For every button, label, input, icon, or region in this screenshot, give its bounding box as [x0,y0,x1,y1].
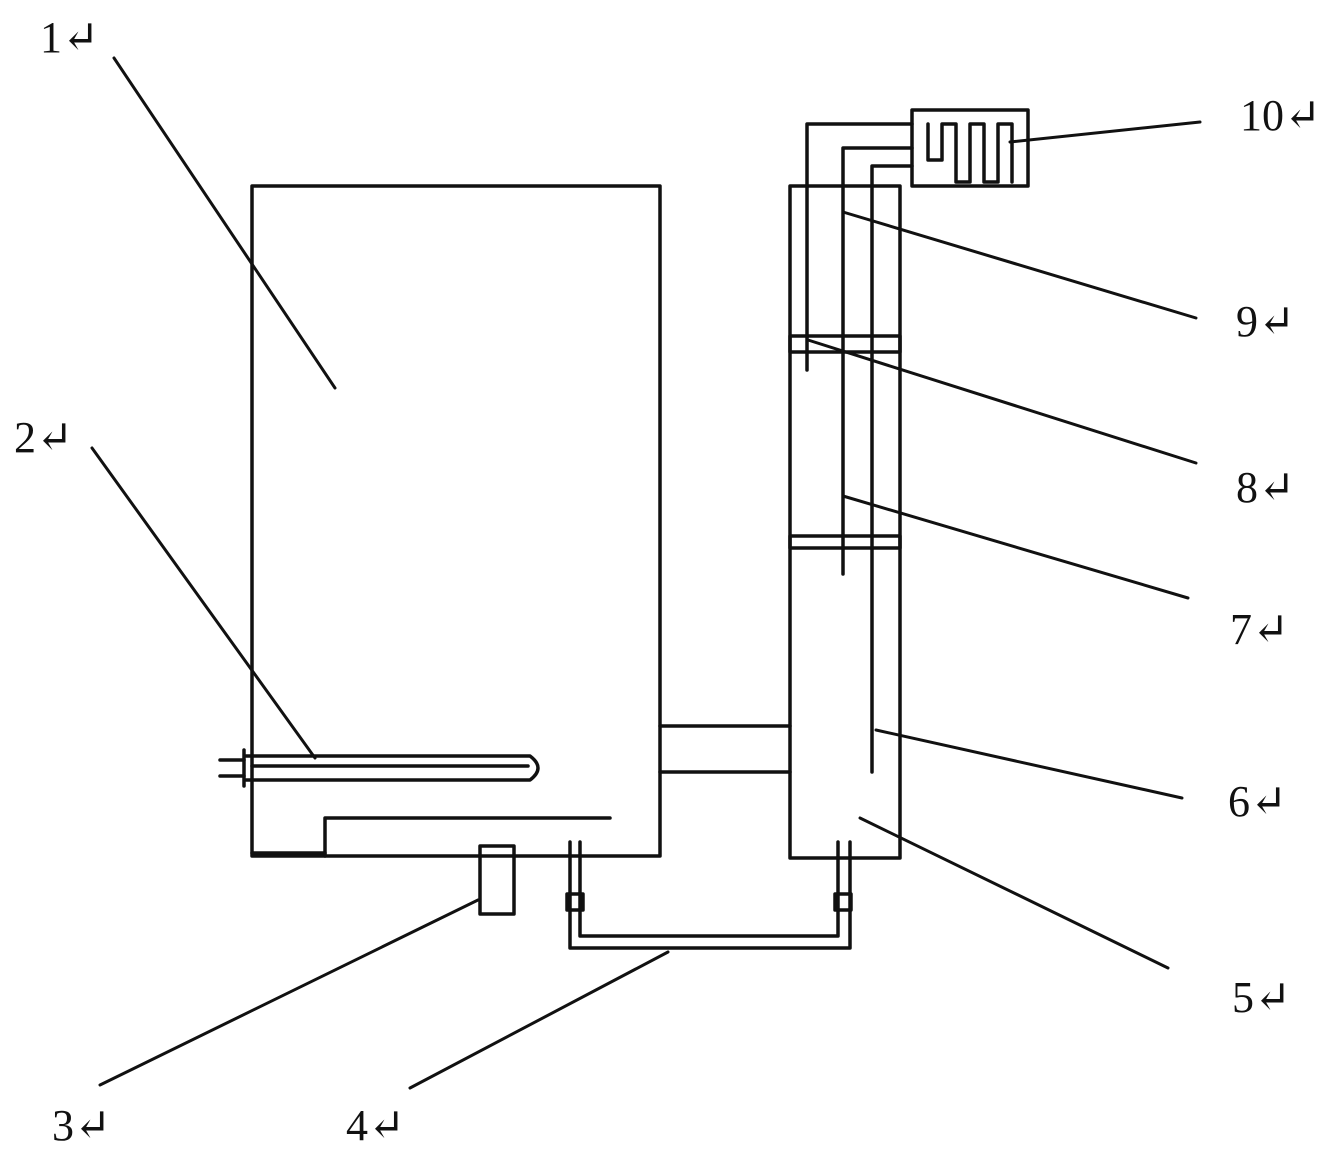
label-1: 1↵ [40,13,99,62]
condenser-box [910,108,1030,188]
label-5: 5↵ [1232,973,1291,1022]
connector-pipe [658,724,792,774]
label-8: 8↵ [1236,463,1295,512]
drain-valve [478,844,516,916]
label-10: 10↵ [1240,91,1321,140]
u-pipe [565,840,853,950]
main-tank [250,184,662,858]
side-column [788,184,902,860]
label-4: 4↵ [346,1101,405,1150]
internal-tubes [805,122,914,774]
heating-element [218,748,540,788]
label-7: 7↵ [1230,605,1289,654]
label-2: 2↵ [14,413,73,462]
label-9: 9↵ [1236,297,1295,346]
bottom-inner-pipe [250,816,612,858]
label-6: 6↵ [1228,777,1287,826]
label-3: 3↵ [52,1101,111,1150]
leader-lines [90,56,1202,1090]
